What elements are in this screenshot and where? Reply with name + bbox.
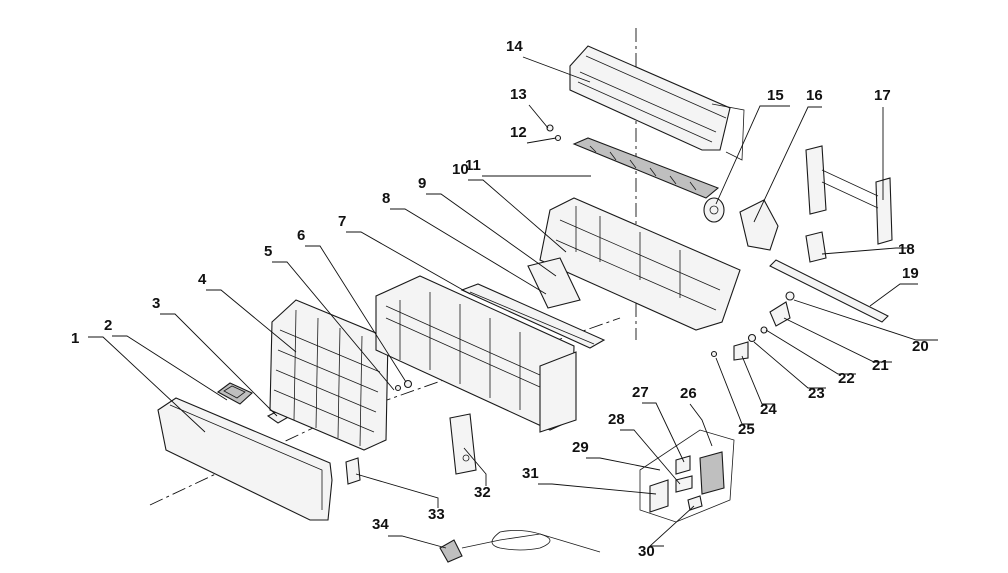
callout-11: 11 xyxy=(465,157,481,174)
callout-9: 9 xyxy=(418,175,426,192)
callout-15: 15 xyxy=(767,87,784,104)
callout-3: 3 xyxy=(152,295,160,312)
callout-5: 5 xyxy=(264,243,272,260)
callout-25: 25 xyxy=(738,421,755,438)
air-filter-part xyxy=(269,299,389,451)
callout-21: 21 xyxy=(872,357,889,374)
callout-30: 30 xyxy=(638,543,655,560)
callout-17: 17 xyxy=(874,87,891,104)
callout-22: 22 xyxy=(838,370,855,387)
callout-31: 31 xyxy=(522,465,539,482)
callout-20: 20 xyxy=(912,338,929,355)
callout-33: 33 xyxy=(428,506,445,523)
callout-23: 23 xyxy=(808,385,825,402)
power-cord-part xyxy=(439,530,601,563)
callout-6: 6 xyxy=(297,227,305,244)
misc-hardware-part xyxy=(710,291,795,361)
callout-34: 34 xyxy=(372,516,389,533)
callout-14: 14 xyxy=(506,38,523,55)
callout-10: 10 xyxy=(452,161,469,178)
fan-motor-part xyxy=(703,197,725,223)
bearing-part xyxy=(546,124,562,142)
louver-part xyxy=(460,283,606,349)
callout-12: 12 xyxy=(510,124,527,141)
drain-pan-part xyxy=(805,231,827,263)
evaporator-part xyxy=(569,45,745,161)
leader-lines xyxy=(88,56,938,549)
callout-16: 16 xyxy=(806,87,823,104)
callout-26: 26 xyxy=(680,385,697,402)
callout-29: 29 xyxy=(572,439,589,456)
callout-7: 7 xyxy=(338,213,346,230)
blower-fan-part xyxy=(572,137,720,199)
callout-19: 19 xyxy=(902,265,919,282)
motor-cover-part xyxy=(739,199,779,251)
callout-1: 1 xyxy=(71,330,79,347)
callout-18: 18 xyxy=(898,241,915,258)
remote-holder-part xyxy=(345,457,361,485)
callout-13: 13 xyxy=(510,86,527,103)
callout-27: 27 xyxy=(632,384,649,401)
display-frame-part xyxy=(216,382,253,405)
screw-part xyxy=(394,379,413,392)
front-case-part xyxy=(375,275,577,433)
callout-labels: 1 2 3 4 5 6 7 8 9 10 11 12 13 14 15 16 1… xyxy=(71,38,929,560)
control-box-part xyxy=(639,429,735,523)
callout-28: 28 xyxy=(608,411,625,428)
chassis-part xyxy=(527,197,741,331)
callout-32: 32 xyxy=(474,484,491,501)
drain-hose-part xyxy=(769,259,889,323)
mounting-plate-part xyxy=(805,145,893,245)
diagonal-axis-line xyxy=(149,419,331,506)
callout-4: 4 xyxy=(198,271,207,288)
callout-8: 8 xyxy=(382,190,390,207)
callout-24: 24 xyxy=(760,401,777,418)
callout-2: 2 xyxy=(104,317,112,334)
remote-controller-part xyxy=(449,413,477,475)
